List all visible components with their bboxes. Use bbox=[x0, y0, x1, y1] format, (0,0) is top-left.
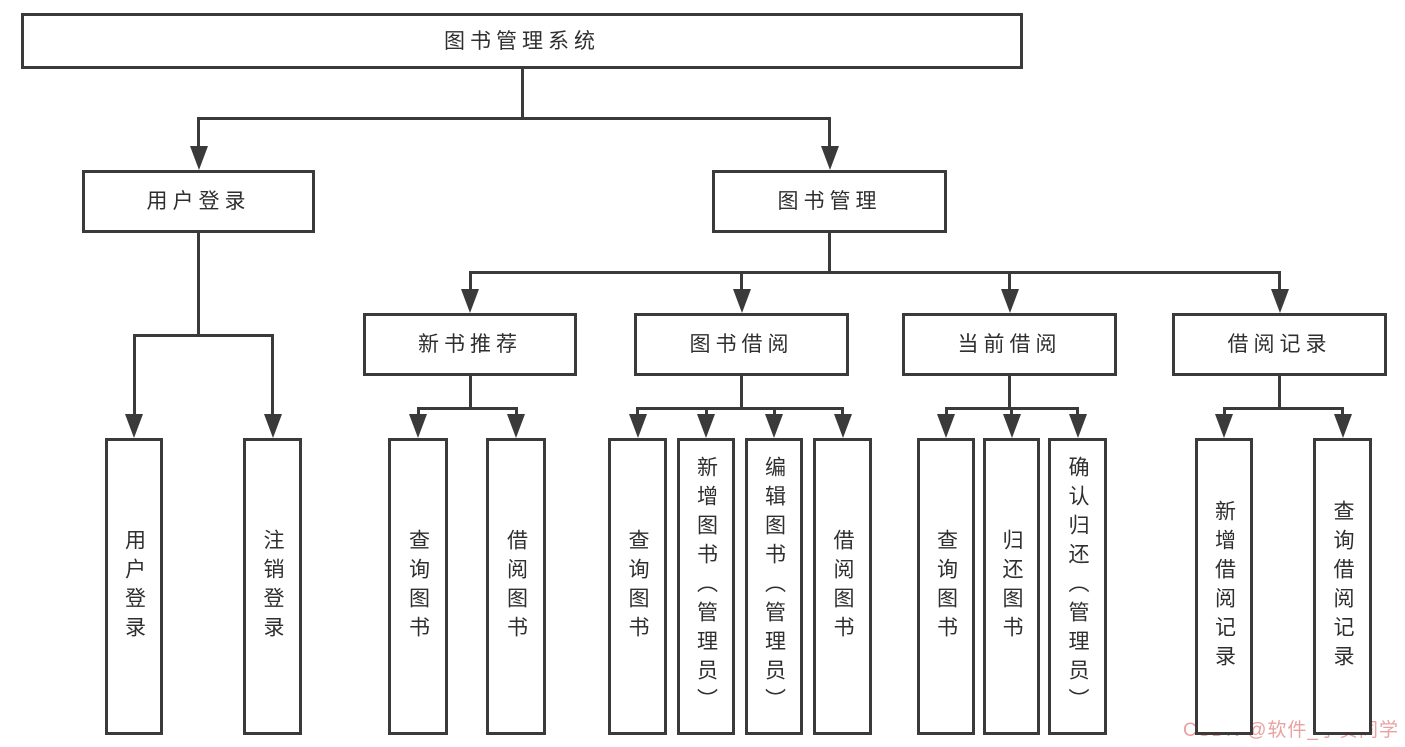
connector-line bbox=[828, 233, 831, 274]
node-v-add-book: 新增图书（管理员） bbox=[677, 438, 735, 735]
arrow-down-icon bbox=[189, 146, 208, 170]
connector-line bbox=[271, 335, 274, 422]
connector-line bbox=[740, 272, 743, 297]
node-root: 图书管理系统 bbox=[21, 13, 1023, 69]
node-mgmt: 图书管理 bbox=[712, 170, 947, 233]
connector-line bbox=[1008, 272, 1011, 297]
arrow-down-icon bbox=[1333, 414, 1352, 438]
arrow-down-icon bbox=[409, 414, 427, 438]
node-v-borrow-book-1: 借阅图书 bbox=[486, 438, 546, 735]
connector-line bbox=[468, 376, 472, 410]
arrow-down-icon bbox=[461, 289, 479, 313]
connector-line bbox=[132, 335, 136, 422]
node-borrow: 图书借阅 bbox=[634, 313, 849, 376]
node-records: 借阅记录 bbox=[1172, 313, 1387, 376]
arrow-down-icon bbox=[1270, 289, 1289, 313]
arrow-down-icon bbox=[1000, 289, 1019, 313]
connector-line bbox=[828, 118, 831, 154]
connector-line bbox=[520, 69, 524, 120]
arrow-down-icon bbox=[833, 414, 852, 438]
connector-line bbox=[468, 270, 1281, 274]
arrow-down-icon bbox=[263, 414, 282, 438]
connector-line bbox=[468, 272, 472, 297]
connector-line bbox=[197, 118, 200, 154]
node-v-edit-book: 编辑图书（管理员） bbox=[745, 438, 803, 735]
connector-line bbox=[197, 233, 200, 337]
connector-line bbox=[416, 406, 518, 410]
node-v-query-record: 查询借阅记录 bbox=[1313, 438, 1372, 735]
arrow-down-icon bbox=[820, 146, 839, 170]
node-v-user-login: 用户登录 bbox=[105, 438, 163, 735]
arrow-down-icon bbox=[732, 289, 751, 313]
arrow-down-icon bbox=[765, 414, 783, 438]
node-newbook: 新书推荐 bbox=[363, 313, 577, 376]
arrow-down-icon bbox=[628, 414, 647, 438]
connector-line bbox=[197, 116, 831, 120]
connector-line bbox=[1278, 272, 1281, 297]
node-v-logout: 注销登录 bbox=[243, 438, 302, 735]
arrow-down-icon bbox=[1002, 414, 1021, 438]
arrow-down-icon bbox=[697, 414, 715, 438]
node-v-query-book-3: 查询图书 bbox=[917, 438, 975, 735]
node-v-add-record: 新增借阅记录 bbox=[1195, 438, 1253, 735]
connector-line bbox=[740, 376, 743, 410]
node-v-query-book-2: 查询图书 bbox=[608, 438, 667, 735]
arrow-down-icon bbox=[507, 414, 525, 438]
connector-line bbox=[1222, 406, 1344, 410]
node-v-query-book-1: 查询图书 bbox=[388, 438, 448, 735]
connector-line bbox=[636, 406, 844, 410]
node-current: 当前借阅 bbox=[902, 313, 1117, 376]
arrow-down-icon bbox=[125, 414, 143, 438]
arrow-down-icon bbox=[1215, 414, 1233, 438]
node-login: 用户登录 bbox=[82, 170, 315, 233]
connector-line bbox=[1278, 376, 1281, 410]
arrow-down-icon bbox=[1068, 414, 1087, 438]
arrow-down-icon bbox=[937, 414, 955, 438]
connector-line bbox=[132, 333, 274, 337]
node-v-confirm-return: 确认归还（管理员） bbox=[1048, 438, 1107, 735]
node-v-borrow-book-2: 借阅图书 bbox=[813, 438, 872, 735]
node-v-return-book: 归还图书 bbox=[983, 438, 1040, 735]
connector-line bbox=[1008, 376, 1011, 410]
